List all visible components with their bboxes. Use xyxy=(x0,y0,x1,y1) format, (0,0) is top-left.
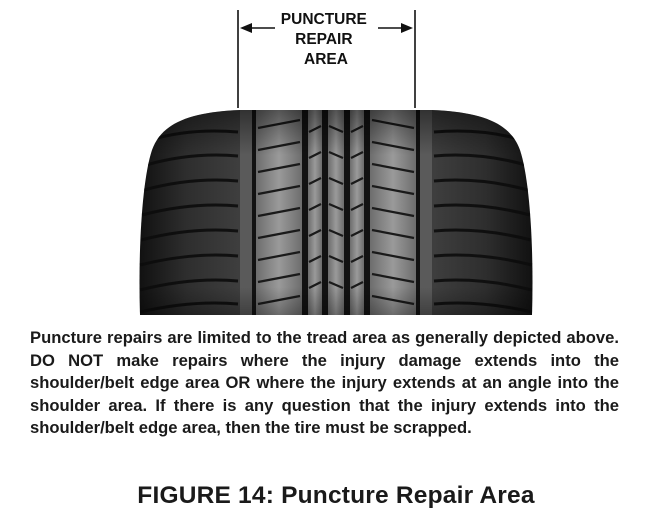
label-line-2: REPAIR xyxy=(295,31,352,48)
puncture-repair-area-label: PUNCTURE REPAIR AREA xyxy=(281,11,371,68)
caption-paragraph: Puncture repairs are limited to the trea… xyxy=(30,328,619,437)
right-arrowhead xyxy=(401,23,413,33)
figure-title: FIGURE 14: Puncture Repair Area xyxy=(137,482,535,509)
width-arrows xyxy=(240,23,413,33)
label-line-1: PUNCTURE xyxy=(281,11,367,28)
repair-area-boundaries xyxy=(237,10,416,108)
tire-tread-illustration: PUNCTURE REPAIR AREA xyxy=(139,10,533,315)
label-line-3: AREA xyxy=(304,51,348,68)
left-arrowhead xyxy=(240,23,252,33)
